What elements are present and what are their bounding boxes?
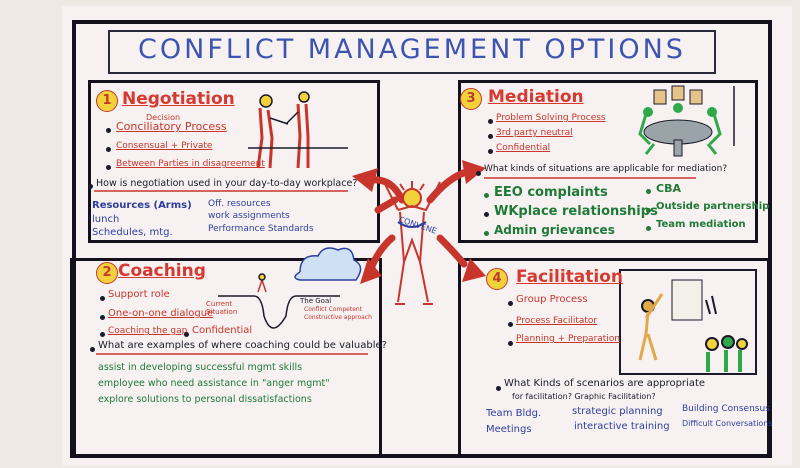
number-badge-3: 3 [460, 88, 482, 110]
facilitation-question-line-1: What Kinds of scenarios are appropriate [504, 378, 706, 389]
bullet [508, 341, 513, 346]
center-figure-label: CONVENE [397, 215, 437, 236]
coaching-item-4: Confidential [192, 325, 253, 336]
mediation-answer-5: Outside partnership [656, 201, 770, 212]
coaching-item-1: Support role [108, 289, 170, 300]
number-badge-4: 4 [486, 268, 508, 290]
coaching-question: What are examples of where coaching coul… [98, 340, 387, 351]
negotiation-item-3: Between Parties in disagreement [116, 159, 265, 169]
negotiation-answer-4: Off. resources [208, 199, 271, 209]
bullet [100, 315, 105, 320]
panel-coaching [70, 258, 382, 458]
negotiation-answer-6: Performance Standards [208, 224, 314, 234]
heading-mediation: Mediation [488, 87, 584, 107]
panel-facilitation [458, 258, 770, 458]
board-frame [72, 20, 772, 458]
arrow-facilitation-head [462, 258, 486, 282]
arrow-negotiation-head [352, 168, 378, 192]
mediation-answer-1: EEO complaints [494, 185, 608, 200]
bullet [100, 296, 105, 301]
facilitation-answer-3: strategic planning [572, 406, 663, 417]
coaching-gap-diagram [218, 247, 362, 329]
facilitation-item-1: Group Process [516, 294, 588, 305]
negotiation-item-2: Consensual + Private [116, 141, 213, 151]
coaching-diagram-label-2: The Goal [300, 297, 332, 305]
bullet [646, 208, 651, 213]
number-badge-2: 2 [96, 262, 118, 284]
facilitation-answer-4: interactive training [574, 421, 670, 432]
bullet [488, 134, 493, 139]
negotiation-decision-note: Decision [146, 113, 181, 122]
bullet [508, 322, 513, 327]
coaching-diagram-label-3: Conflict Competent [304, 306, 363, 313]
panel-mediation [458, 80, 758, 243]
mediation-question: What kinds of situations are applicable … [484, 164, 728, 174]
coaching-diagram-label-4: Constructive approach [304, 314, 372, 321]
heading-negotiation: Negotiation [122, 89, 235, 109]
facilitation-item-2: Process Facilitator [516, 316, 598, 326]
mediation-item-3: Confidential [496, 143, 551, 153]
bullet [488, 119, 493, 124]
bullet [484, 212, 489, 217]
facilitation-answer-2: Meetings [486, 424, 532, 435]
page-title: CONFLICT MANAGEMENT OPTIONS [138, 34, 686, 65]
bullet [90, 347, 95, 352]
bullet [488, 149, 493, 154]
arrow-to-negotiation [368, 176, 406, 214]
coaching-item-3: Coaching the gap [108, 326, 188, 336]
arrow-facilitation-curve [436, 234, 468, 268]
facilitation-question-line-2: for facilitation? Graphic Facilitation? [512, 392, 656, 401]
negotiation-answer-1: Resources (Arms) [92, 200, 192, 211]
coaching-answer-3: explore solutions to personal dissatisfa… [98, 394, 312, 405]
bullet [508, 301, 513, 306]
arrow-mediation-curve [426, 168, 470, 204]
negotiation-people [248, 91, 348, 169]
coaching-item-2: One-on-one dialogue [108, 308, 214, 319]
coaching-diagram-label-1: Current Situation [206, 300, 238, 316]
bullet [184, 332, 189, 337]
bullet [106, 147, 111, 152]
bullet [484, 193, 489, 198]
mediation-item-2: 3rd party neutral [496, 128, 573, 138]
facilitation-item-3: Planning + Preparation [516, 334, 621, 344]
heading-facilitation: Facilitation [516, 267, 623, 287]
facilitation-answer-1: Team Bldg. [486, 408, 542, 419]
arrow-coaching-curve [368, 234, 396, 270]
number-badge-1: 1 [96, 90, 118, 112]
bullet [88, 184, 93, 189]
coaching-answer-2: employee who need assistance in "anger m… [98, 378, 330, 389]
bullet [484, 231, 489, 236]
arrow-mediation-head [462, 160, 486, 184]
negotiation-answer-2: lunch [92, 214, 120, 225]
mediation-answer-6: Team mediation [656, 219, 746, 230]
negotiation-answer-3: Schedules, mtg. [92, 227, 173, 238]
negotiation-question: How is negotiation used in your day-to-d… [96, 178, 358, 189]
coaching-answer-1: assist in developing successful mgmt ski… [98, 362, 303, 373]
negotiation-answer-5: work assignments [208, 211, 290, 221]
facilitation-answer-5: Building Consensus [682, 404, 770, 414]
center-figure [383, 181, 441, 305]
arrow-coaching-head [360, 258, 382, 284]
bullet [100, 332, 105, 337]
mediation-item-1: Problem Solving Process [496, 113, 606, 123]
mediation-answer-2: WKplace relationships [494, 204, 658, 219]
mediation-answer-4: CBA [656, 182, 681, 195]
bullet [646, 189, 651, 194]
heading-coaching: Coaching [118, 261, 206, 281]
panel-negotiation [88, 80, 380, 243]
negotiation-item-1: Conciliatory Process [116, 120, 227, 133]
bullet [496, 386, 501, 391]
bullet [106, 128, 111, 133]
facilitation-answer-6: Difficult Conversations [682, 419, 773, 428]
title-box [108, 30, 716, 74]
facilitation-scene [619, 269, 757, 375]
bullet [646, 226, 651, 231]
bullet [106, 165, 111, 170]
bullet [476, 171, 481, 176]
mediation-table-drawing [638, 85, 735, 157]
mediation-answer-3: Admin grievances [494, 223, 615, 237]
